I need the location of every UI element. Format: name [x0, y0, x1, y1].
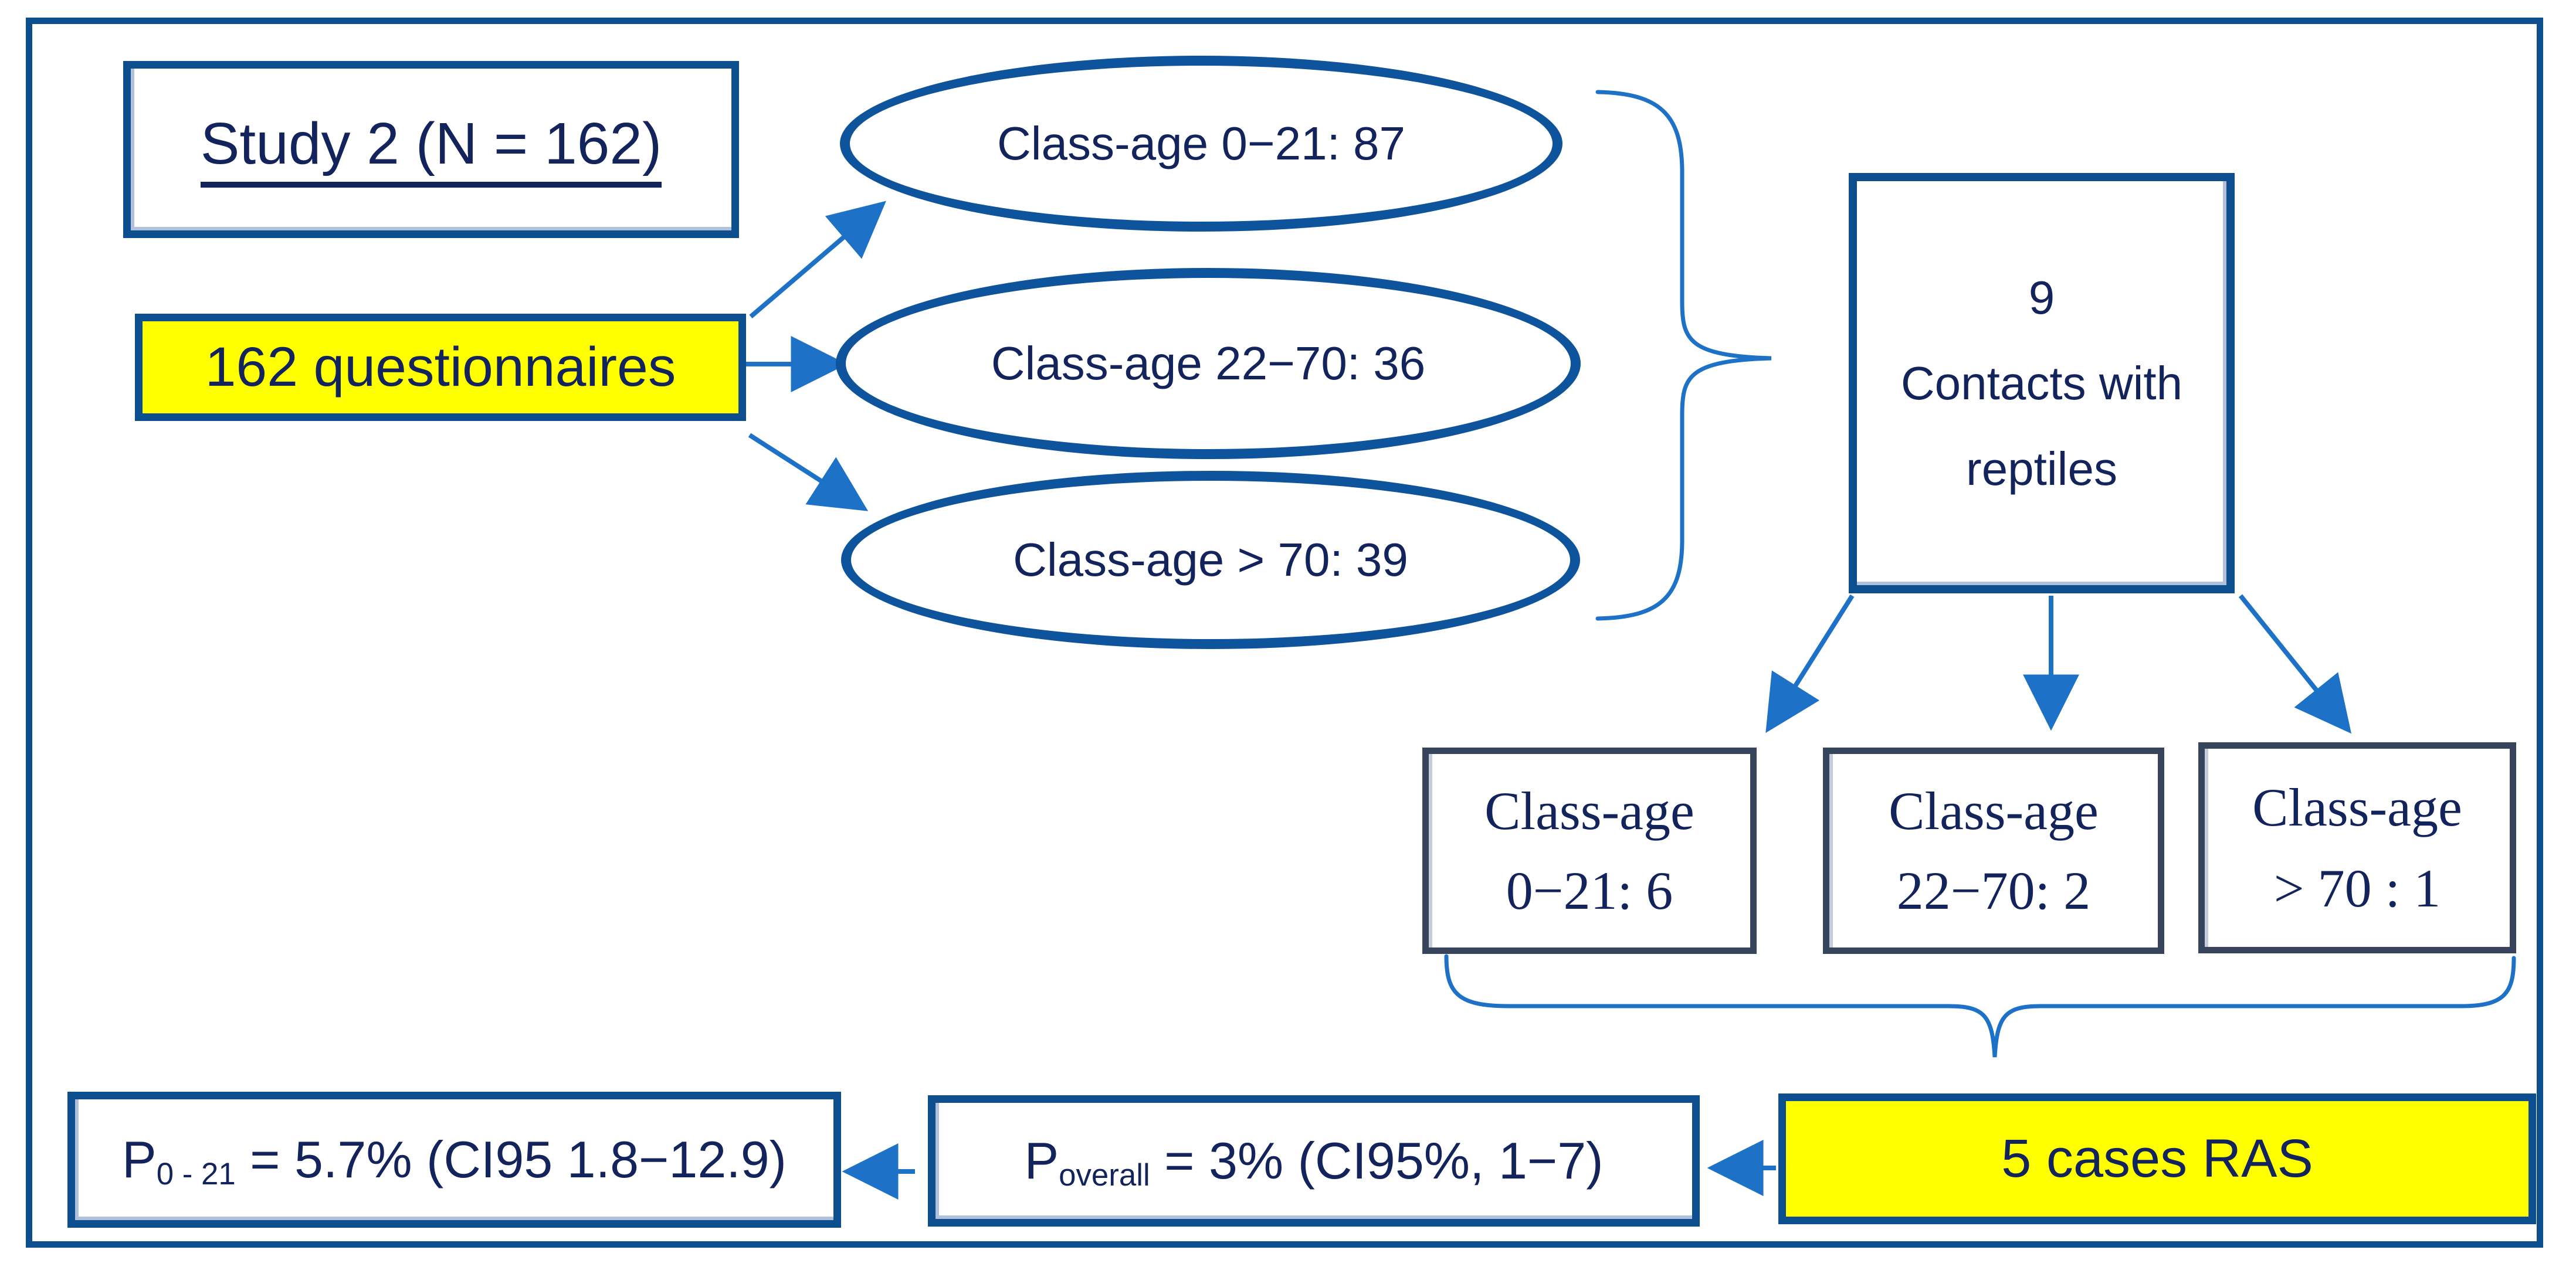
- p-0-21-subscript: 0 - 21: [156, 1156, 236, 1191]
- p-0-21-value: = 5.7% (CI95 1.8−12.9): [235, 1130, 787, 1188]
- questionnaires-box: 162 questionnaires: [135, 314, 746, 421]
- p-0-21-symbol: P: [122, 1130, 157, 1188]
- questionnaires-label: 162 questionnaires: [205, 336, 676, 398]
- ellipse-class-age-over-70-label: Class-age > 70: 39: [1013, 534, 1408, 586]
- age-box-22-70-line2: 22−70: 2: [1896, 861, 2091, 921]
- ras-cases-box: 5 cases RAS: [1778, 1093, 2536, 1224]
- contacts-count: 9: [2028, 271, 2055, 324]
- diagram-outer-border: [26, 18, 2543, 1248]
- contacts-with-reptiles-box: 9 Contacts with reptiles: [1849, 173, 2235, 593]
- ellipse-class-age-22-70: Class-age 22−70: 36: [836, 268, 1581, 459]
- p-0-21-formula: P0 - 21 = 5.7% (CI95 1.8−12.9): [122, 1130, 787, 1190]
- study-title: Study 2 (N = 162): [200, 111, 662, 188]
- ellipse-class-age-over-70: Class-age > 70: 39: [841, 471, 1580, 649]
- ellipse-class-age-0-21-label: Class-age 0−21: 87: [996, 117, 1405, 169]
- age-box-over-70-line1: Class-age: [2252, 777, 2462, 837]
- contacts-line2: Contacts with: [1900, 356, 2183, 409]
- ras-cases-label: 5 cases RAS: [2001, 1129, 2313, 1188]
- study-title-box: Study 2 (N = 162): [123, 61, 739, 238]
- p-overall-formula: Poverall = 3% (CI95%, 1−7): [1024, 1131, 1603, 1191]
- age-box-22-70: Class-age 22−70: 2: [1823, 748, 2164, 954]
- age-box-0-21-line2: 0−21: 6: [1506, 861, 1673, 921]
- age-box-0-21-line1: Class-age: [1484, 781, 1694, 841]
- age-box-over-70: Class-age > 70 : 1: [2198, 742, 2516, 953]
- p-overall-symbol: P: [1024, 1132, 1059, 1190]
- p-overall-value: = 3% (CI95%, 1−7): [1150, 1132, 1604, 1190]
- ellipse-class-age-22-70-label: Class-age 22−70: 36: [991, 337, 1426, 389]
- age-box-over-70-line2: > 70 : 1: [2273, 858, 2441, 919]
- p-overall-subscript: overall: [1059, 1157, 1150, 1193]
- age-box-0-21: Class-age 0−21: 6: [1422, 748, 1757, 954]
- p-0-21-box: P0 - 21 = 5.7% (CI95 1.8−12.9): [67, 1092, 841, 1228]
- contacts-line3: reptiles: [1966, 442, 2117, 495]
- p-overall-box: Poverall = 3% (CI95%, 1−7): [928, 1095, 1700, 1227]
- ellipse-class-age-0-21: Class-age 0−21: 87: [840, 56, 1562, 232]
- age-box-22-70-line1: Class-age: [1889, 781, 2099, 841]
